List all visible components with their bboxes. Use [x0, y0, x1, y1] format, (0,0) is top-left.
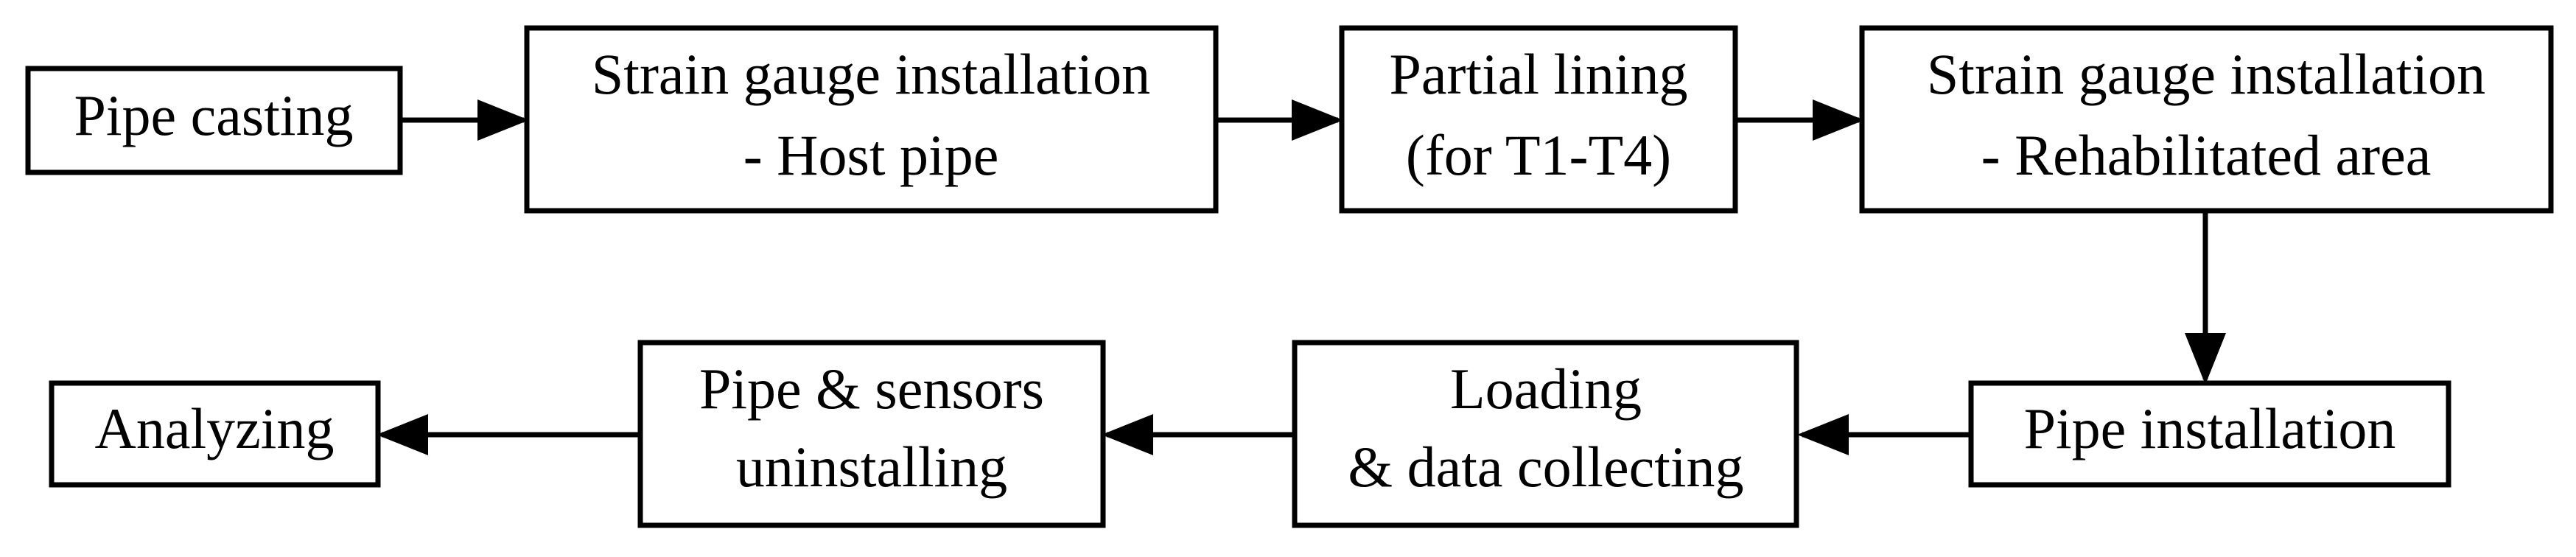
step-partial-lining: Partial lining (for T1-T4) — [1339, 25, 1738, 214]
step-uninstalling-line-2: uninstalling — [736, 435, 1007, 499]
step-loading-line-2: & data collecting — [1348, 435, 1743, 499]
step-pipe-casting-label: Pipe casting — [74, 83, 353, 147]
connectors — [377, 99, 2226, 455]
step-strain-gauge-host-line-1: Strain gauge installation — [592, 42, 1150, 106]
step-loading-data-collecting: Loading & data collecting — [1292, 340, 1799, 528]
step-strain-gauge-host: Strain gauge installation - Host pipe — [524, 25, 1219, 214]
step-partial-lining-line-1: Partial lining — [1389, 42, 1687, 106]
step-analyzing-label: Analyzing — [95, 396, 335, 460]
step-pipe-installation: Pipe installation — [1968, 380, 2451, 488]
step-strain-gauge-rehab-line-1: Strain gauge installation — [1927, 42, 2485, 106]
step-partial-lining-line-2: (for T1-T4) — [1406, 123, 1671, 187]
step-pipe-casting: Pipe casting — [25, 66, 403, 175]
step-strain-gauge-host-line-2: - Host pipe — [743, 123, 999, 187]
step-uninstalling-line-1: Pipe & sensors — [699, 357, 1044, 421]
step-loading-line-1: Loading — [1450, 357, 1642, 421]
step-pipe-sensors-uninstalling: Pipe & sensors uninstalling — [637, 340, 1106, 528]
step-pipe-installation-label: Pipe installation — [2024, 396, 2396, 460]
step-strain-gauge-rehab: Strain gauge installation - Rehabilitate… — [1859, 25, 2554, 214]
step-strain-gauge-rehab-line-2: - Rehabilitated area — [1981, 123, 2432, 187]
step-analyzing: Analyzing — [49, 380, 381, 488]
